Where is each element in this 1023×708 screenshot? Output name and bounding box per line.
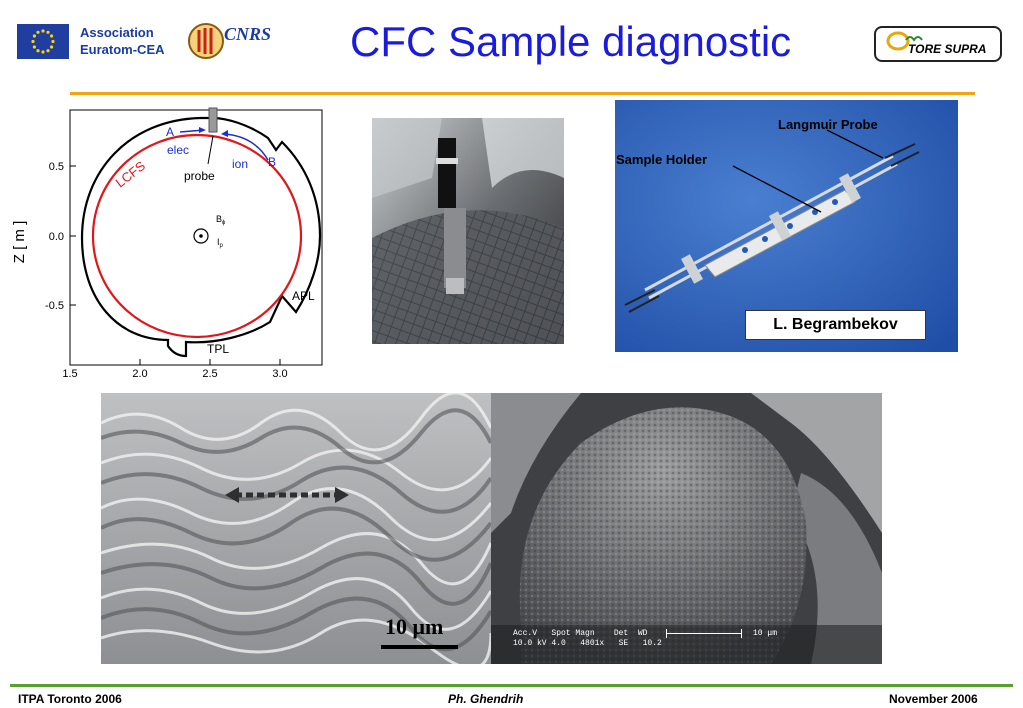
cea-seal-logo xyxy=(187,22,225,60)
footer-author: Ph. Ghendrih xyxy=(448,692,524,706)
probe-pointer xyxy=(207,135,214,165)
tore-supra-emblem-icon xyxy=(886,31,923,51)
sem-info-line-2: 10.0 kV 4.0 4801x SE 10.2 xyxy=(513,639,662,648)
y-axis-label: Z [ m ] xyxy=(11,221,28,264)
label-elec: elec xyxy=(167,143,189,157)
scale-bar-label: 10 μm xyxy=(385,614,444,639)
vessel-wall xyxy=(80,116,322,358)
association-label: Association Euratom-CEA xyxy=(80,24,165,58)
langmuir-probe-label: Langmuir Probe xyxy=(778,117,878,132)
arrow-b-head xyxy=(221,130,228,137)
label-a: A xyxy=(166,125,174,139)
x-tick-label: 3.0 xyxy=(272,368,287,380)
sem-scale-label: 10 μm xyxy=(753,629,778,638)
cnrs-logo: CNRS xyxy=(224,24,272,44)
y-tick-label: 0.5 xyxy=(49,161,64,173)
x-tick-label: 1.5 xyxy=(62,368,77,380)
y-tick-label: -0.5 xyxy=(45,300,64,312)
probe-photo xyxy=(372,118,564,344)
association-line-1: Association xyxy=(80,25,154,40)
tokamak-cross-section-diagram: 1.5 2.0 2.5 3.0 0.5 0.0 -0.5 Z [ m ] A B… xyxy=(11,107,323,380)
x-tick-label: 2.0 xyxy=(132,368,147,380)
arrow-a-head xyxy=(199,127,206,133)
footer-date: November 2006 xyxy=(889,692,978,706)
sem-scale-tick xyxy=(741,629,742,638)
scale-bar xyxy=(381,645,458,649)
y-tick-label: 0.0 xyxy=(49,231,64,243)
label-apl: APL xyxy=(292,289,315,303)
tore-supra-logo: TORE SUPRA xyxy=(874,26,1002,62)
label-probe: probe xyxy=(184,169,215,183)
sem-acquisition-info: Acc.V Spot Magn Det WD 10.0 kV 4.0 4801x… xyxy=(513,629,662,649)
label-i-p: Ip xyxy=(217,237,224,249)
probe-head xyxy=(208,107,218,133)
label-ion: ion xyxy=(232,157,248,171)
label-tpl: TPL xyxy=(207,342,229,356)
tore-supra-text: TORE SUPRA xyxy=(908,42,987,56)
plot-frame xyxy=(69,109,323,366)
eu-flag-logo xyxy=(17,24,69,59)
x-tick-label: 2.5 xyxy=(202,368,217,380)
footer-conference: ITPA Toronto 2006 xyxy=(18,692,122,706)
axis-ticks xyxy=(69,165,281,365)
sem-scale-bar xyxy=(666,633,742,634)
lcfs-circle xyxy=(91,133,303,339)
arrow-b xyxy=(223,133,269,161)
sample-holder-label: Sample Holder xyxy=(616,152,708,167)
sem-image-grain xyxy=(491,393,882,664)
slide-title: CFC Sample diagnostic xyxy=(350,18,792,65)
association-line-2: Euratom-CEA xyxy=(80,42,165,57)
footer-divider xyxy=(10,684,1013,687)
plasma-centre-dot xyxy=(199,234,203,238)
label-b: B xyxy=(268,155,276,169)
label-b-phi: Bϕ xyxy=(216,214,226,226)
sem-image-surface xyxy=(101,393,491,664)
sem-info-line-1: Acc.V Spot Magn Det WD xyxy=(513,629,648,638)
plasma-centre-icon xyxy=(193,228,209,244)
header-divider xyxy=(70,92,975,95)
photo-credit: L. Begrambekov xyxy=(745,310,926,340)
